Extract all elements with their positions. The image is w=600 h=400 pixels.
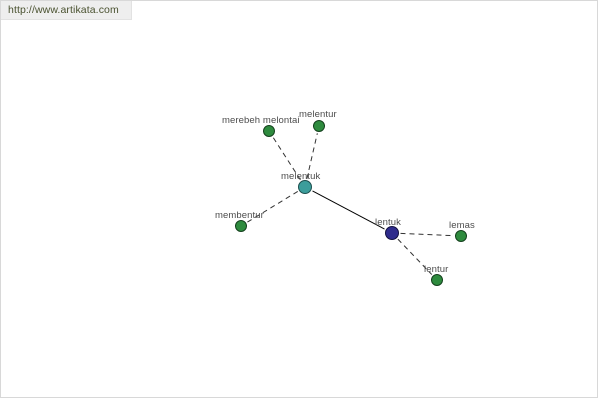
- graph-node-label-lemas: lemas: [449, 220, 475, 231]
- graph-node-label-merebeh-melontai: merebeh melontai: [222, 115, 300, 126]
- graph-node-label-melentuk: melentuk: [281, 171, 321, 182]
- graph-node-melentur[interactable]: [313, 120, 325, 132]
- edge-layer: [247, 133, 454, 275]
- graph-node-label-lentur: lentur: [424, 264, 449, 275]
- graph-edge-lentuk-to-lemas: [400, 232, 454, 237]
- graph-edge-melentuk-to-lentuk: [312, 190, 385, 230]
- graph-node-label-lentuk: lentuk: [375, 217, 401, 228]
- graph-node-membentur[interactable]: [235, 220, 247, 232]
- graph-node-lentuk[interactable]: [385, 226, 399, 240]
- graph-edge-melentuk-to-membentur: [247, 190, 299, 223]
- graph-node-label-membentur: membentur: [215, 210, 264, 221]
- url-bar[interactable]: http://www.artikata.com: [1, 1, 132, 20]
- graph-edge-melentuk-to-melentur: [306, 133, 318, 179]
- graph-node-melentuk[interactable]: [298, 180, 312, 194]
- graph-node-lemas[interactable]: [455, 230, 467, 242]
- url-text: http://www.artikata.com: [8, 4, 119, 16]
- graph-node-lentur[interactable]: [431, 274, 443, 286]
- graph-node-merebeh-melontai[interactable]: [263, 125, 275, 137]
- graph-node-label-melentur: melentur: [299, 109, 337, 120]
- graph-edge-lentuk-to-lentur: [397, 238, 433, 275]
